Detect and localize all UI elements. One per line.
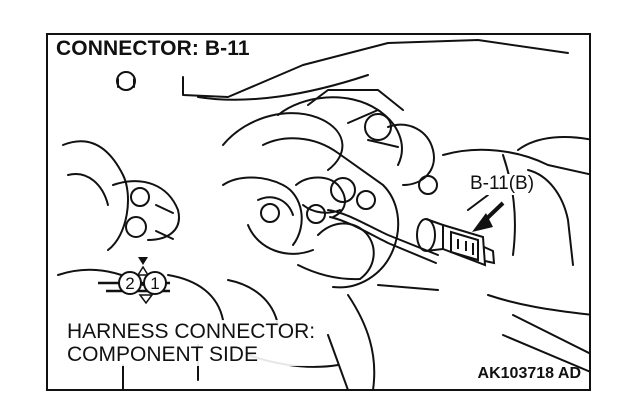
connector-callout-label: B-11(B) xyxy=(468,173,537,195)
pin-2-label: 2 xyxy=(125,274,134,293)
connector-body-icon xyxy=(416,218,496,267)
pin-1-label: 1 xyxy=(150,274,159,293)
caption-line-2: COMPONENT SIDE xyxy=(67,343,258,367)
figure-code: AK103718 AD xyxy=(477,365,581,382)
connector-title: CONNECTOR: B-11 xyxy=(56,37,253,62)
callout-arrow-icon xyxy=(472,201,505,232)
connector-pinout-icon: 2 1 xyxy=(98,257,170,305)
diagram-frame: 2 1 CONNECTOR: B-11 B-11(B) HARNESS CONN… xyxy=(46,33,591,391)
engine-bay-illustration: 2 1 xyxy=(57,39,589,389)
harness-caption: HARNESS CONNECTOR: COMPONENT SIDE xyxy=(67,320,316,367)
caption-line-1: HARNESS CONNECTOR: xyxy=(67,320,316,343)
